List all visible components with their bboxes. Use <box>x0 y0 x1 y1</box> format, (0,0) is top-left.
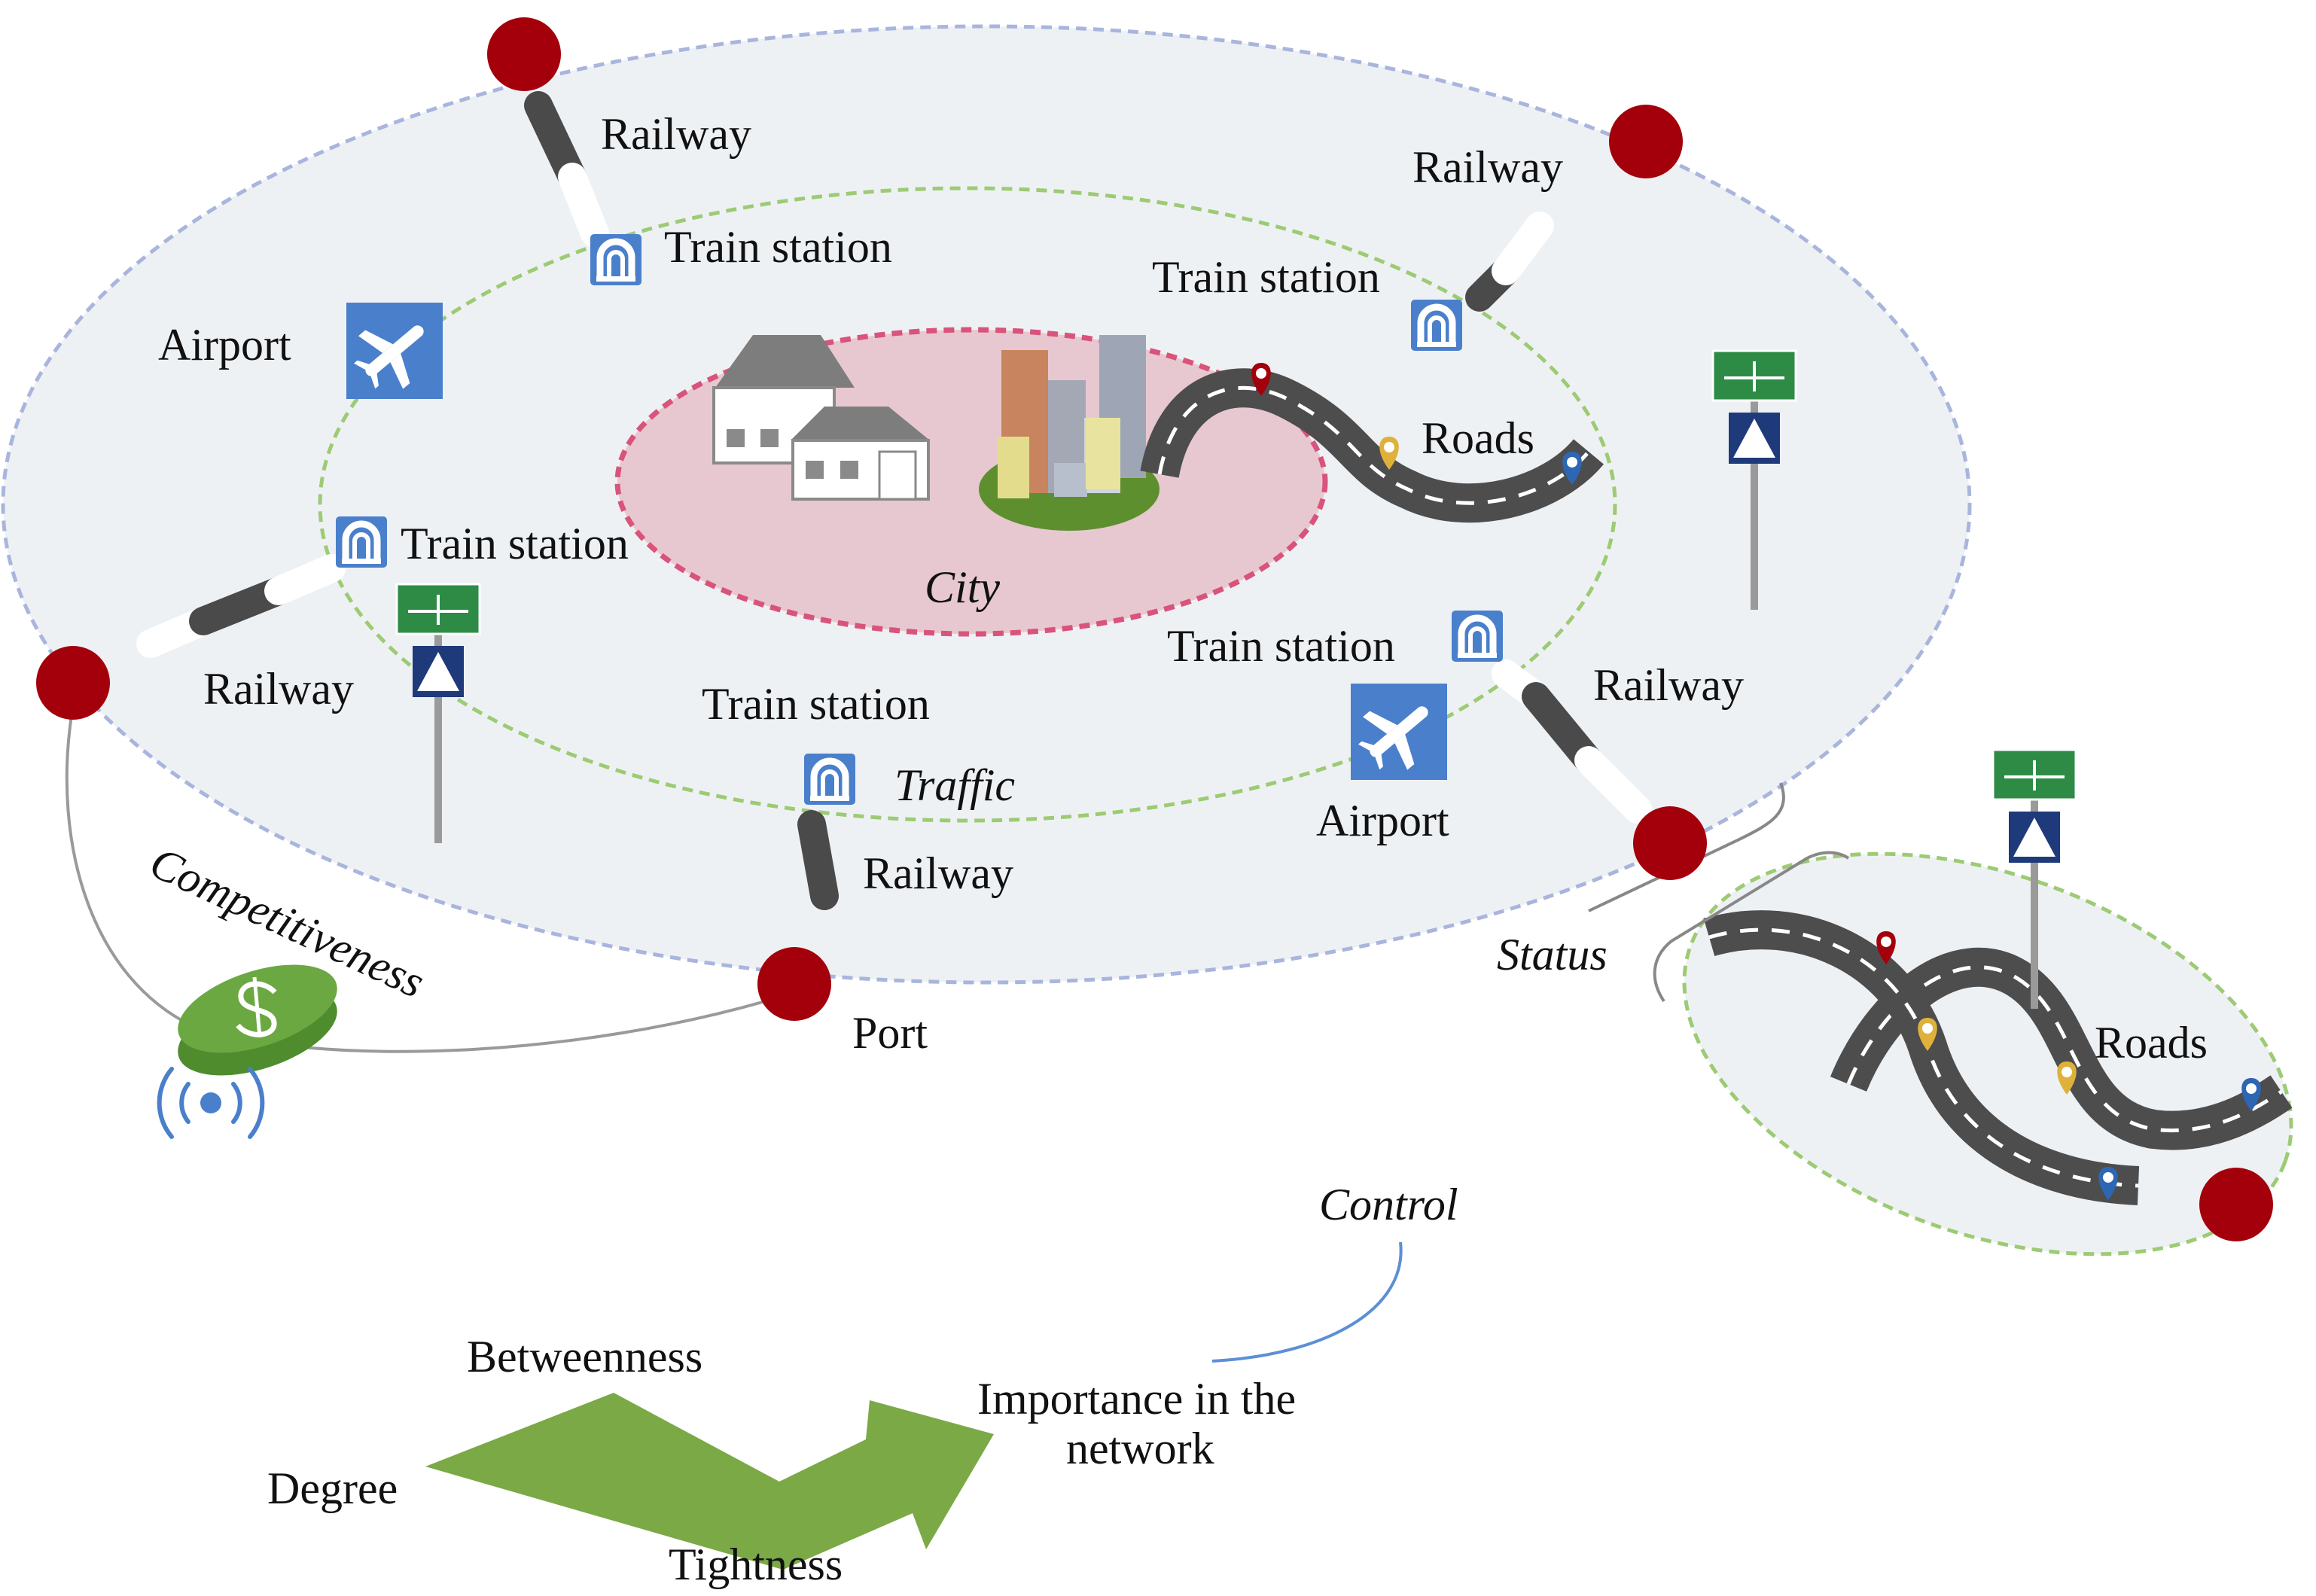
city-label: City <box>925 562 1000 612</box>
importance-label-line2: network <box>1066 1424 1214 1473</box>
importance-label-line1: Importance in the <box>977 1374 1296 1424</box>
railway-top-right-track <box>1465 212 1554 312</box>
traffic-ring <box>318 186 1617 823</box>
traffic-zone <box>318 186 1617 823</box>
hub-node-icon <box>1609 105 1683 178</box>
status-label: Status <box>1497 930 1607 979</box>
roads-label: Roads <box>1422 413 1534 463</box>
railway-left-track <box>136 554 346 658</box>
roads-sub-label: Roads <box>2095 1018 2208 1068</box>
skyscrapers-icon <box>979 335 1160 531</box>
traffic-label: Traffic <box>894 760 1015 810</box>
train-station-icon <box>1452 611 1503 662</box>
control-label: Control <box>1319 1180 1458 1229</box>
dollar-coin-icon <box>178 964 337 1076</box>
train-station-bottom-label: Train station <box>702 679 930 729</box>
railway-top-left-label: Railway <box>601 109 751 159</box>
train-station-icon <box>1411 300 1462 351</box>
train-station-left-label: Train station <box>401 519 629 568</box>
houses-icon <box>712 335 930 501</box>
airport-right-label: Airport <box>1316 796 1449 845</box>
railway-bottom-label: Railway <box>863 848 1013 898</box>
roads-ring <box>1682 851 2293 1256</box>
status-bracket-upper <box>1588 782 1785 912</box>
importance-arrow <box>425 1393 994 1570</box>
train-station-icon <box>804 754 855 805</box>
railway-top-left-track <box>524 91 609 248</box>
train-station-top-right-label: Train station <box>1152 252 1380 302</box>
airplane-icon <box>342 300 445 403</box>
train-station-icon <box>590 234 641 285</box>
railway-right-label: Railway <box>1593 660 1744 710</box>
status-bracket-lower <box>1653 851 1850 1003</box>
betweenness-label: Betweenness <box>467 1332 702 1381</box>
roads-zone <box>1682 851 2293 1256</box>
hub-node-icon <box>1633 806 1707 880</box>
railway-left-label: Railway <box>203 664 354 714</box>
hub-nodes <box>36 17 2273 1241</box>
railway-right-track <box>1492 659 1652 824</box>
hub-node-icon <box>757 947 831 1021</box>
train-station-icon <box>336 516 387 568</box>
tightness-label: Tightness <box>669 1540 843 1589</box>
railway-top-right-label: Railway <box>1412 142 1563 192</box>
airplane-icon <box>1346 681 1449 784</box>
port-label: Port <box>852 1008 928 1058</box>
wireless-signal-icon <box>157 1067 265 1139</box>
hub-node-icon <box>36 646 110 720</box>
train-station-right-label: Train station <box>1167 621 1395 671</box>
degree-label: Degree <box>267 1464 398 1513</box>
hub-node-icon <box>487 17 561 91</box>
train-station-top-label: Train station <box>664 222 892 272</box>
railway-bottom-track <box>797 810 839 910</box>
airport-left-label: Airport <box>158 320 291 370</box>
hub-node-icon <box>2199 1168 2273 1241</box>
main-road <box>1140 368 1604 523</box>
control-connector <box>1211 1241 1403 1363</box>
